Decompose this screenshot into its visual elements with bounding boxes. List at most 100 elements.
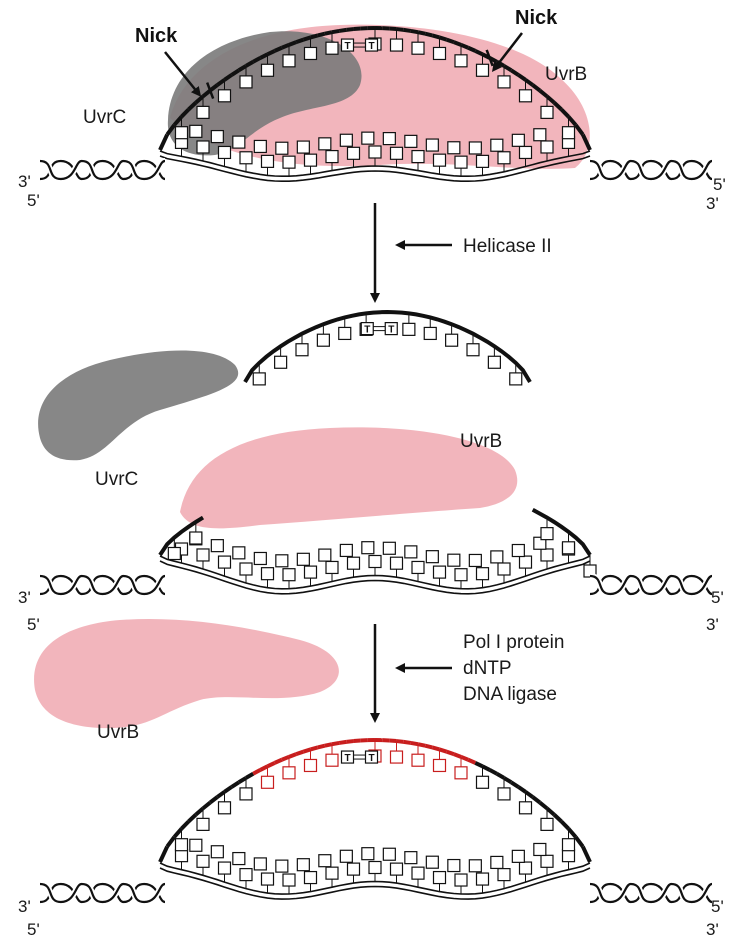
base-box (405, 135, 417, 147)
base-box (319, 138, 331, 150)
top-strand-segment (440, 37, 447, 39)
base-box (520, 862, 532, 874)
top-strand-segment (246, 774, 253, 778)
uvrb-label: UvrB (545, 64, 587, 85)
base-box (254, 858, 266, 870)
base-box (434, 154, 446, 166)
base-box (446, 334, 458, 346)
base-box (512, 545, 524, 557)
dna-repaired-duplex: TT (160, 740, 590, 899)
base-box (283, 55, 295, 67)
dna-ligase-label: DNA ligase (463, 684, 557, 705)
top-strand-segment (354, 28, 361, 29)
base-box (448, 142, 460, 154)
base-box (477, 568, 489, 580)
top-strand-segment (404, 742, 411, 743)
base-box (469, 860, 481, 872)
base-box (305, 759, 317, 771)
base-box (197, 855, 209, 867)
base-box (305, 872, 317, 884)
base-box (190, 839, 202, 851)
base-box (219, 862, 231, 874)
base-box (262, 64, 274, 76)
base-box (190, 125, 202, 137)
top-strand-segment (389, 28, 396, 29)
panel-excision: TT UvrC UvrB 3' 5' 5' 3' (18, 312, 724, 634)
base-box (219, 802, 231, 814)
top-strand-segment (561, 821, 568, 828)
base-box (219, 556, 231, 568)
base-box (348, 863, 360, 875)
top-strand-segment (432, 747, 439, 749)
base-box (498, 76, 510, 88)
base-box (391, 557, 403, 569)
helix-left-2 (40, 576, 165, 594)
base-box (262, 873, 274, 885)
base-box (190, 532, 202, 544)
base-box (168, 548, 180, 560)
helix-right-3 (590, 884, 712, 902)
base-box (211, 131, 223, 143)
top-strand-segment (533, 797, 540, 803)
base-box (563, 850, 575, 862)
base-box (176, 850, 188, 862)
base-box (317, 334, 329, 346)
base-box (534, 129, 546, 141)
base-box (426, 139, 438, 151)
top-strand-segment (583, 847, 590, 862)
dntp-label: dNTP (463, 658, 512, 679)
top-strand-segment (461, 45, 468, 48)
end-label-5prime-right-2: 5' (711, 588, 724, 607)
base-box (197, 106, 209, 118)
top-strand-segment (174, 829, 181, 837)
base-box (477, 776, 489, 788)
top-strand-segment (389, 740, 396, 741)
base-box (362, 542, 374, 554)
top-strand-segment (425, 746, 432, 748)
end-label-5prime-left: 5' (27, 191, 40, 210)
base-box (262, 568, 274, 580)
top-strand-segment (418, 744, 425, 746)
base-box (297, 553, 309, 565)
base-box (276, 555, 288, 567)
base-box (348, 147, 360, 159)
thymine-label: T (369, 753, 375, 764)
base-box (391, 751, 403, 763)
base-box (424, 327, 436, 339)
top-strand-segment (475, 763, 482, 766)
base-box (412, 867, 424, 879)
top-strand-segment (296, 40, 303, 42)
base-box (455, 569, 467, 581)
base-box (233, 136, 245, 148)
top-strand-segment (282, 757, 289, 760)
top-strand-segment (182, 821, 189, 828)
base-box (391, 39, 403, 51)
base-box (305, 154, 317, 166)
base-box (412, 42, 424, 54)
base-box (541, 528, 553, 540)
top-strand-segment (397, 29, 404, 30)
base-box (283, 874, 295, 886)
top-strand-segment (253, 770, 260, 774)
base-box (219, 146, 231, 158)
end-label-3prime-right-3: 3' (706, 920, 719, 939)
base-box (362, 848, 374, 860)
uvrb-released-shape (34, 619, 339, 728)
base-box (340, 850, 352, 862)
helix-left-3 (40, 884, 165, 902)
base-box (510, 373, 522, 385)
base-box (197, 141, 209, 153)
top-strand-segment (354, 740, 361, 741)
base-box (403, 323, 415, 335)
base-box (391, 147, 403, 159)
step-helicase: Helicase II (375, 203, 552, 298)
base-box (326, 42, 338, 54)
top-strand-segment (554, 815, 561, 822)
base-box (297, 141, 309, 153)
base-box (491, 551, 503, 563)
base-box (176, 839, 188, 851)
base-box (262, 155, 274, 167)
top-strand-segment (203, 803, 210, 809)
top-strand-segment (311, 747, 318, 749)
